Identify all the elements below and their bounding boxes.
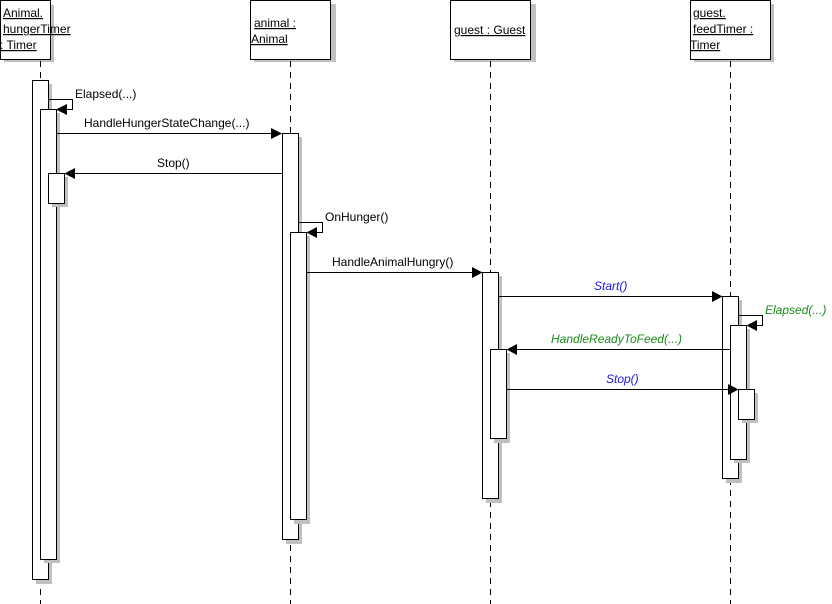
object-hunger-timer[interactable]: Animal. hungerTimer : Timer	[0, 0, 71, 63]
object-animal[interactable]: animal : Animal	[250, 0, 337, 63]
message-handle-animal-hungry[interactable]: HandleAnimalHungry()	[306, 255, 483, 278]
object-label-line: hungerTimer	[3, 22, 71, 36]
message-start-feed-timer[interactable]: Start()	[498, 279, 723, 302]
message-label: Start()	[594, 279, 627, 293]
message-on-hunger[interactable]: OnHunger()	[298, 210, 389, 238]
object-guest[interactable]: guest : Guest	[450, 0, 537, 63]
message-stop-feed-timer[interactable]: Stop()	[506, 372, 739, 395]
activation-feed-timer-stop	[738, 389, 758, 423]
message-elapsed-hunger-timer[interactable]: Elapsed(...)	[48, 87, 137, 115]
object-label-line: guest.	[693, 6, 726, 20]
object-label-line: Animal	[251, 32, 288, 46]
message-label: Stop()	[606, 372, 639, 386]
message-handle-ready-to-feed[interactable]: HandleReadyToFeed(...)	[506, 332, 731, 355]
activation-animal-onhunger	[290, 232, 310, 524]
message-label: Stop()	[157, 156, 190, 170]
message-handle-hunger-state-change[interactable]: HandleHungerStateChange(...)	[56, 116, 283, 139]
activation-guest-ready	[490, 349, 510, 443]
object-label-line: Animal.	[3, 6, 43, 20]
object-label-line: : Timer	[0, 38, 37, 52]
message-label: HandleHungerStateChange(...)	[84, 116, 249, 130]
message-label: HandleReadyToFeed(...)	[551, 332, 682, 346]
message-stop-hunger-timer[interactable]: Stop()	[64, 156, 283, 179]
activation-hunger-timer-stop	[48, 173, 68, 207]
message-label: OnHunger()	[325, 210, 388, 224]
object-label-line: Timer	[690, 38, 720, 52]
object-feed-timer[interactable]: guest. feedTimer : Timer	[690, 0, 774, 63]
object-label-line: feedTimer :	[693, 22, 753, 36]
message-label: HandleAnimalHungry()	[332, 255, 453, 269]
message-label: Elapsed(...)	[75, 87, 136, 101]
message-label: Elapsed(...)	[765, 303, 826, 317]
object-label-line: animal :	[254, 16, 296, 30]
activation-hunger-timer-elapsed	[40, 109, 60, 563]
object-label-line: guest : Guest	[454, 23, 526, 37]
message-elapsed-feed-timer[interactable]: Elapsed(...)	[738, 303, 827, 331]
